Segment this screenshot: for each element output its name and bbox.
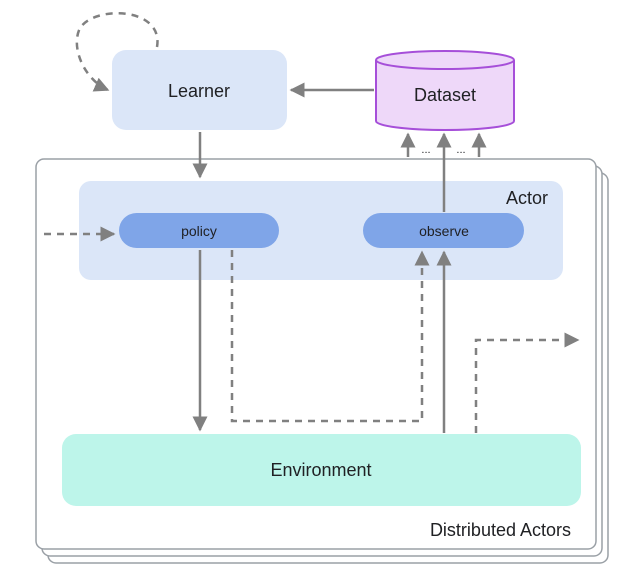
observe-label: observe (419, 223, 469, 239)
policy-pill (119, 213, 279, 248)
policy-to-observe-arrow (230, 250, 430, 423)
ellipsis-right: ... (456, 144, 465, 156)
learner-box (112, 50, 287, 130)
environment-outward-arrow (474, 332, 580, 433)
observe-pill (363, 213, 524, 248)
environment-label: Environment (270, 460, 371, 480)
environment-box (62, 434, 581, 506)
learner-self-loop-arrow (75, 11, 159, 92)
distributed-actors-label: Distributed Actors (430, 520, 571, 540)
actor-label: Actor (506, 188, 548, 208)
dataset-label: Dataset (414, 85, 476, 105)
policy-label: policy (181, 223, 217, 239)
ellipsis-left: ... (421, 144, 430, 156)
learner-label: Learner (168, 81, 230, 101)
dataset-cylinder (375, 50, 515, 131)
